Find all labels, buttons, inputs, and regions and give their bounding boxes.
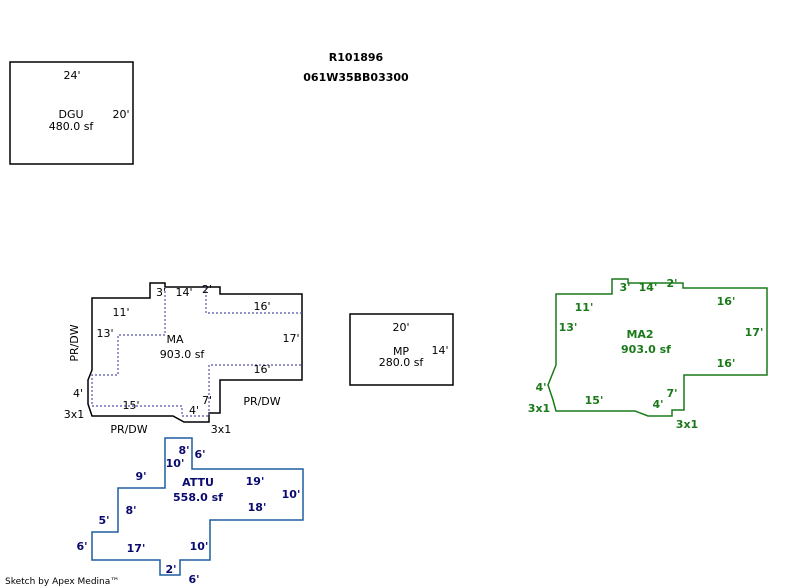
ma-3x1-right: 3x1 xyxy=(211,423,232,436)
dgu-name: DGU xyxy=(58,108,83,121)
ma-dim-15: 15' xyxy=(122,399,139,412)
mp-top-dim: 20' xyxy=(392,321,409,334)
ma2-3x1-right: 3x1 xyxy=(676,418,698,431)
ma2-dim-14: 14' xyxy=(639,281,658,294)
ma2-dim-11: 11' xyxy=(575,301,594,314)
attu-dim-10-bottom: 10' xyxy=(190,540,209,553)
dgu-top-dim: 24' xyxy=(63,69,80,82)
ma-dim-17: 17' xyxy=(282,332,299,345)
ma2-dim-7: 7' xyxy=(666,387,677,400)
attu-dim-10-right: 10' xyxy=(282,488,301,501)
ma-dim-16-top: 16' xyxy=(253,300,270,313)
ma-dim-2: 2' xyxy=(202,283,212,296)
ma2-dim-16-top: 16' xyxy=(717,295,736,308)
ma-dim-7: 7' xyxy=(202,394,212,407)
attu-dim-18: 18' xyxy=(248,501,267,514)
attu-dim-6-left: 6' xyxy=(76,540,87,553)
mp-name: MP xyxy=(393,345,409,358)
ma2-name: MA2 xyxy=(626,328,653,341)
ma2-area: 903.0 sf xyxy=(621,343,671,356)
mp-right-dim: 14' xyxy=(431,344,448,357)
ma2-dim-15: 15' xyxy=(585,394,604,407)
attu-dim-8-top: 8' xyxy=(178,444,189,457)
record-id: R101896 xyxy=(329,51,384,64)
dgu-right-dim: 20' xyxy=(112,108,129,121)
ma-dotted-inner xyxy=(91,287,302,417)
ma-dim-14: 14' xyxy=(175,286,192,299)
attu-dim-6-bottom: 6' xyxy=(188,573,199,586)
attu-section: 8' 6' 10' 9' 19' 10' 8' 18' 5' 6' 17' 10… xyxy=(76,437,304,586)
ma-section: 11' 3' 14' 2' 16' 13' 17' 16' 4' 15' 4' … xyxy=(64,282,303,436)
ma-dim-11: 11' xyxy=(112,306,129,319)
ma-dotted-upper xyxy=(205,287,302,314)
dgu-outline xyxy=(9,61,134,165)
attu-outline xyxy=(91,437,304,576)
attu-dim-17: 17' xyxy=(127,542,146,555)
ma-name: MA xyxy=(166,333,183,346)
ma2-dim-4-left: 4' xyxy=(535,381,546,394)
attu-dim-6-top: 6' xyxy=(194,448,205,461)
attu-dim-8-mid: 8' xyxy=(125,504,136,517)
attu-dim-5: 5' xyxy=(98,514,109,527)
attu-dim-9: 9' xyxy=(135,470,146,483)
ma2-dim-16-lower: 16' xyxy=(717,357,736,370)
ma2-outline xyxy=(547,278,768,417)
ma-prdw-left: PR/DW xyxy=(68,324,81,361)
ma-dim-13: 13' xyxy=(96,327,113,340)
mp-area: 280.0 sf xyxy=(379,356,425,369)
ma2-dim-17: 17' xyxy=(745,326,764,339)
sketch-credit: Sketch by Apex Medina™ xyxy=(5,577,119,587)
dgu-area: 480.0 sf xyxy=(49,120,95,133)
ma2-dim-2: 2' xyxy=(666,277,677,290)
ma-dim-16-lower: 16' xyxy=(253,363,270,376)
dgu-section: 24' 20' DGU 480.0 sf xyxy=(9,61,134,165)
ma-prdw-right: PR/DW xyxy=(243,395,280,408)
ma2-dim-13: 13' xyxy=(559,321,578,334)
ma-3x1-left: 3x1 xyxy=(64,408,85,421)
parcel-id: 061W35BB03300 xyxy=(303,71,409,84)
ma-area: 903.0 sf xyxy=(160,348,206,361)
attu-dim-10-top: 10' xyxy=(166,457,185,470)
ma-dim-4-bottom: 4' xyxy=(189,404,199,417)
ma-dim-4-left: 4' xyxy=(73,387,83,400)
ma-dim-3: 3' xyxy=(156,286,166,299)
ma2-3x1-left: 3x1 xyxy=(528,402,550,415)
ma-outline xyxy=(87,282,303,423)
ma-prdw-bottom: PR/DW xyxy=(110,423,147,436)
attu-dim-2: 2' xyxy=(165,563,176,576)
ma2-section: 11' 3' 14' 2' 16' 13' 17' 16' 4' 15' 4' … xyxy=(528,277,768,431)
attu-area: 558.0 sf xyxy=(173,491,223,504)
mp-section: 20' 14' MP 280.0 sf xyxy=(349,313,454,386)
ma2-dim-4-bottom: 4' xyxy=(652,398,663,411)
attu-dim-19: 19' xyxy=(246,475,265,488)
ma2-dim-3: 3' xyxy=(619,281,630,294)
mp-outline xyxy=(349,313,454,386)
attu-name: ATTU xyxy=(182,476,214,489)
